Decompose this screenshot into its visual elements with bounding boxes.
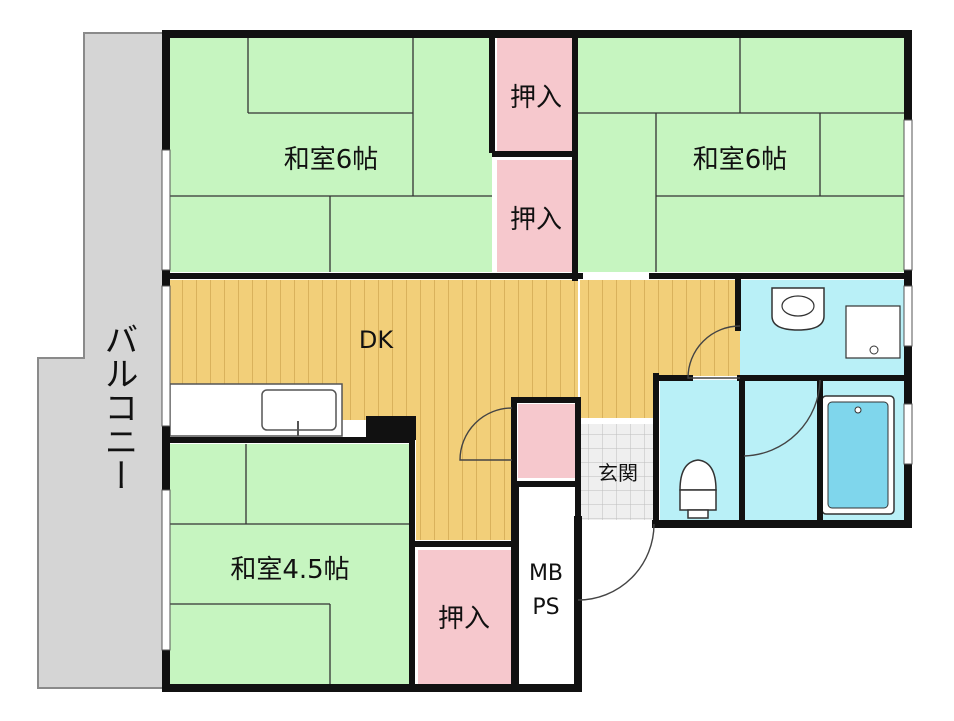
kitchen-pillar bbox=[366, 416, 416, 440]
toilet-room bbox=[660, 380, 740, 520]
washroom bbox=[740, 280, 904, 376]
room-label-genkan: 玄関 bbox=[598, 461, 638, 485]
kitchen-counter bbox=[169, 383, 343, 437]
washing-machine-icon bbox=[845, 305, 901, 359]
small-closet bbox=[518, 404, 576, 478]
room-label-mb: MB bbox=[529, 561, 563, 586]
door-swings bbox=[459, 325, 821, 601]
room-label-oshiire-top: 押入 bbox=[510, 83, 562, 113]
closet-bottom bbox=[418, 550, 512, 684]
windows bbox=[161, 119, 913, 651]
bath-room bbox=[744, 380, 904, 520]
room-label-oshiire-middle: 押入 bbox=[510, 205, 562, 235]
room-label-washitsu-top-left: 和室6帖 bbox=[284, 145, 379, 175]
balcony-label: バルコニー bbox=[98, 322, 138, 492]
room-label-ps: PS bbox=[532, 595, 559, 620]
room-washitsu-top-right bbox=[578, 36, 904, 272]
closet-top bbox=[497, 36, 575, 152]
room-washitsu-top-left bbox=[170, 36, 492, 272]
room-label-oshiire-bottom: 押入 bbox=[438, 604, 490, 634]
toilet-icon bbox=[679, 459, 717, 519]
mb-ps-box bbox=[513, 481, 581, 691]
room-label-dk: DK bbox=[359, 326, 394, 354]
room-washitsu-bottom-left bbox=[170, 444, 410, 684]
closet-middle bbox=[497, 160, 575, 272]
genkan-area bbox=[580, 424, 656, 520]
room-dk bbox=[170, 280, 740, 540]
room-label-washitsu-top-right: 和室6帖 bbox=[693, 145, 788, 175]
room-label-washitsu-bottom-left: 和室4.5帖 bbox=[230, 555, 349, 585]
